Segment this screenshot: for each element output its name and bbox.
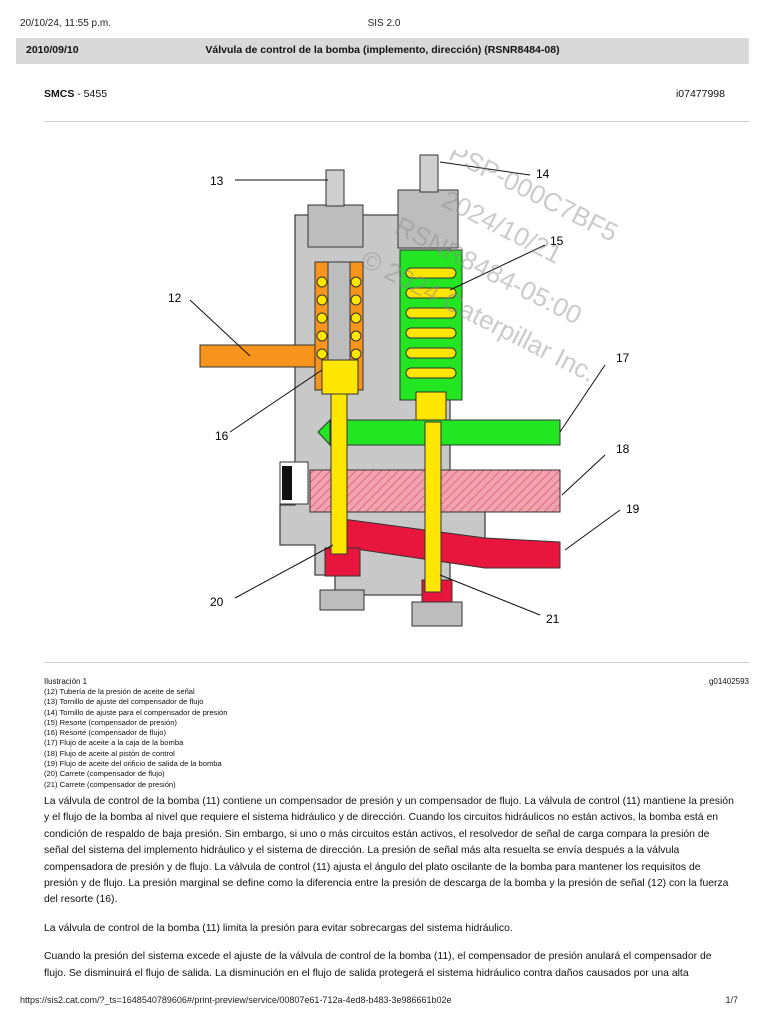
callout-20: 20 — [210, 595, 224, 609]
document-title-bar: 2010/09/10 Válvula de control de la bomb… — [16, 38, 749, 64]
callout-17: 17 — [616, 351, 630, 365]
paragraph: La válvula de control de la bomba (11) c… — [44, 796, 734, 906]
callout-14: 14 — [536, 167, 550, 181]
valve-illustration: 13 14 15 12 17 16 18 19 20 21 PSP-000C7B… — [168, 150, 640, 627]
legend-item: (17) Flujo de aceite a la caja de la bom… — [44, 738, 184, 748]
callout-19: 19 — [626, 502, 640, 516]
callout-21: 21 — [546, 612, 560, 626]
legend-list: (12) Tubería de la presión de aceite de … — [44, 687, 227, 790]
illustration-label: Ilustración 1 — [44, 677, 88, 686]
print-header: 20/10/24, 11:55 p.m. SIS 2.0 — [20, 18, 748, 32]
smcs-value: - 5455 — [77, 88, 108, 100]
legend-item: (12) Tubería de la presión de aceite de … — [44, 687, 195, 696]
page-number: 1/7 — [725, 995, 738, 1005]
document-date: 2010/09/10 — [26, 44, 79, 56]
document-title: Válvula de control de la bomba (implemen… — [205, 44, 560, 56]
legend-item: (21) Carrete (compensador de presión) — [44, 779, 176, 789]
app-name: SIS 2.0 — [367, 18, 401, 29]
callout-15: 15 — [550, 234, 564, 248]
legend-item: (18) Flujo de aceite al pistón de contro… — [44, 748, 175, 758]
callout-12: 12 — [168, 291, 182, 305]
meta-row: SMCS - 5455 i07477998 — [44, 88, 725, 104]
paragraph: La válvula de control de la bomba (11) l… — [44, 922, 513, 934]
graphic-id: g01402593 — [708, 677, 749, 686]
divider — [44, 121, 749, 122]
print-datetime: 20/10/24, 11:55 p.m. — [20, 18, 111, 29]
legend-item: (13) Tornillo de ajuste del compensador … — [44, 697, 204, 707]
callout-16: 16 — [215, 429, 229, 443]
legend-item: (15) Resorte (compensador de presión) — [44, 717, 177, 727]
legend-item: (14) Tornillo de ajuste para el compensa… — [44, 707, 228, 717]
body-text: La válvula de control de la bomba (11) c… — [44, 794, 734, 994]
callout-18: 18 — [616, 442, 630, 456]
figure-id: i07477998 — [675, 88, 725, 100]
legend-item: (16) Resorte (compensador de flujo) — [44, 728, 166, 738]
smcs-label: SMCS — [44, 88, 75, 100]
divider — [44, 662, 749, 663]
page-url: https://sis2.cat.com/?_ts=1648540789606#… — [20, 995, 452, 1005]
paragraph: Cuando la presión del sistema excede el … — [44, 951, 712, 979]
callout-13: 13 — [210, 174, 224, 188]
legend-item: (20) Carrete (compensador de flujo) — [44, 769, 165, 779]
legend-item: (19) Flujo de aceite del orificio de sal… — [44, 759, 222, 769]
caption-head: Ilustración 1 g01402593 — [44, 677, 749, 686]
